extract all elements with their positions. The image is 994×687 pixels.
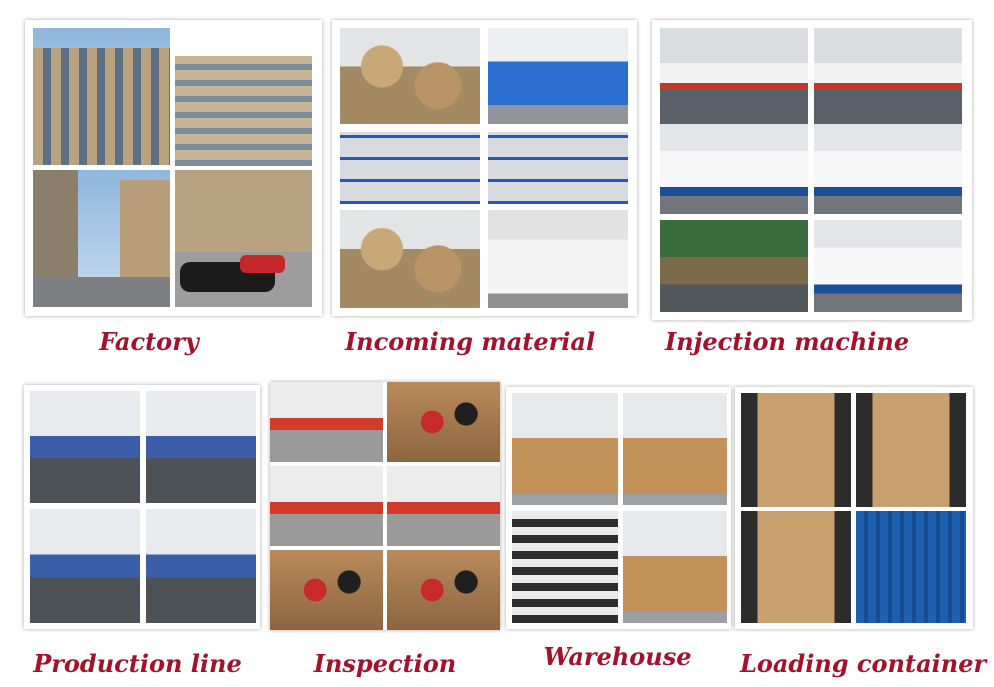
production-line-photo-panel bbox=[24, 385, 260, 629]
factory-building-photo bbox=[33, 28, 170, 165]
warehouse-photo-2 bbox=[623, 393, 727, 505]
inspection-photo-5 bbox=[270, 550, 383, 630]
production-line-photo-2 bbox=[146, 391, 256, 503]
factory-parking-photo bbox=[175, 170, 312, 307]
warehouse-photo-1 bbox=[512, 393, 618, 505]
blue-crates-photo bbox=[488, 28, 628, 124]
caption-injection-machine: Injection machine bbox=[665, 327, 910, 356]
loading-container-photo-panel bbox=[735, 387, 973, 629]
inspection-photo-2 bbox=[387, 382, 500, 462]
loading-container-photo-2 bbox=[856, 393, 966, 507]
caption-loading-container: Loading container bbox=[740, 649, 987, 678]
caption-warehouse: Warehouse bbox=[543, 642, 692, 671]
inspection-photo-6 bbox=[387, 550, 500, 630]
shelves-photo-2 bbox=[488, 132, 628, 204]
loading-container-photo-4 bbox=[856, 511, 966, 623]
incoming-material-photo-panel bbox=[332, 20, 637, 316]
warehouse-photo-4 bbox=[623, 511, 727, 623]
injection-machines-photo-6 bbox=[814, 220, 962, 312]
caption-incoming-material: Incoming material bbox=[344, 327, 596, 356]
loading-container-photo-1 bbox=[741, 393, 851, 507]
injection-machines-photo-3 bbox=[660, 124, 808, 214]
sacks-photo bbox=[340, 210, 480, 308]
loading-container-photo-3 bbox=[741, 511, 851, 623]
warehouse-photo-3 bbox=[512, 511, 618, 623]
caption-inspection: Inspection bbox=[313, 649, 457, 678]
injection-machines-photo-4 bbox=[814, 124, 962, 214]
production-line-photo-3 bbox=[30, 509, 140, 623]
shelves-photo-1 bbox=[340, 132, 480, 204]
material-bags-photo bbox=[340, 28, 480, 124]
injection-machines-photo-2 bbox=[814, 28, 962, 128]
warehouse-photo-panel bbox=[506, 387, 731, 629]
production-line-photo-4 bbox=[146, 509, 256, 623]
inspection-photo-4 bbox=[387, 466, 500, 546]
caption-factory: Factory bbox=[99, 327, 199, 356]
injection-machines-photo-5 bbox=[660, 220, 808, 312]
factory-signage-photo bbox=[175, 56, 312, 166]
production-line-photo-1 bbox=[30, 391, 140, 503]
caption-production-line: Production line bbox=[33, 649, 242, 678]
white-sacks-photo bbox=[488, 210, 628, 308]
factory-street-photo bbox=[33, 170, 170, 307]
injection-machines-photo-1 bbox=[660, 28, 808, 128]
inspection-photo-1 bbox=[270, 382, 383, 462]
inspection-photo-panel bbox=[270, 382, 500, 630]
inspection-photo-3 bbox=[270, 466, 383, 546]
factory-photo-panel bbox=[25, 20, 322, 316]
injection-machine-photo-panel bbox=[652, 20, 972, 320]
